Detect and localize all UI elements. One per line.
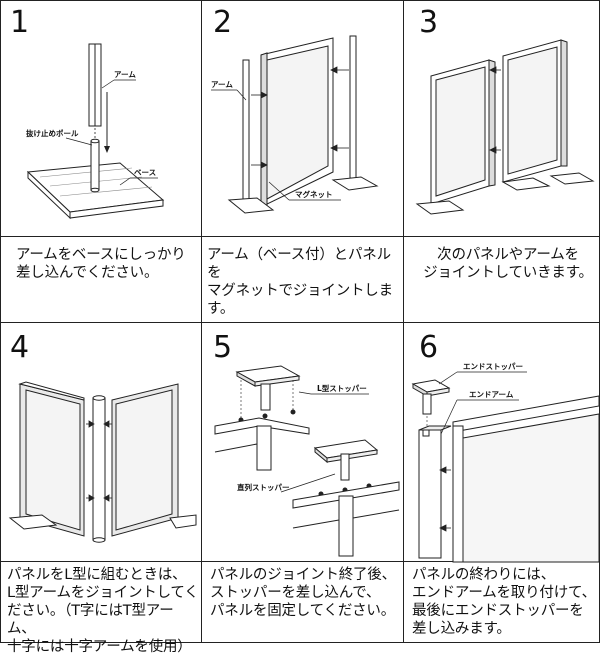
end-stopper xyxy=(411,379,451,415)
caption-line: 次のパネルやアームを xyxy=(437,247,579,263)
straight-stopper-label: 直列ストッパー xyxy=(237,482,290,492)
caption-line: 差し込んでください。 xyxy=(16,265,159,281)
step-4-illustration xyxy=(8,381,197,543)
end-arm xyxy=(418,425,452,559)
step-2-illustration: アーム マグネット xyxy=(211,35,379,214)
caption-line: パネルをL型に組むときは、 xyxy=(7,567,187,583)
step-3-illustration xyxy=(415,39,595,215)
caption-line: アームをベースにしっかり xyxy=(16,247,186,263)
l-type-arm xyxy=(92,395,106,543)
l-stopper-label: L型ストッパー xyxy=(317,383,367,393)
panel-left xyxy=(8,381,85,537)
caption-line: アーム（ベース付）とパネルを xyxy=(207,247,391,281)
step-5-caption: パネルのジョイント終了後、 ストッパーを差し込んで、 パネルを固定してください。 xyxy=(210,566,403,620)
panel-right xyxy=(501,39,595,191)
panel-left xyxy=(415,59,496,215)
arm-label: アーム xyxy=(211,80,233,89)
arm-with-base-left xyxy=(227,59,275,214)
step-2-caption: アーム（ベース付）とパネルを マグネットでジョイントします。 xyxy=(207,246,403,318)
step-1-number: 1 xyxy=(10,5,30,40)
caption-line: ストッパーを差し込んで、 xyxy=(210,585,381,601)
caption-line: パネルの終わりには、 xyxy=(412,567,555,583)
end-arm-label: エンドアーム xyxy=(469,390,514,399)
panel-right xyxy=(111,383,197,537)
step-3-caption: 次のパネルやアームを ジョイントしていきます。 xyxy=(418,246,598,282)
caption-line: マグネットでジョイントします。 xyxy=(207,283,393,317)
caption-line: パネルを固定してください。 xyxy=(210,603,396,619)
caption-line: 差し込みます。 xyxy=(412,621,511,637)
caption-line: ださい。（T字にはT型アーム、 xyxy=(7,603,174,637)
step-1-caption: アームをベースにしっかり 差し込んでください。 xyxy=(16,246,200,282)
arm-label: アーム xyxy=(114,70,136,79)
caption-line: エンドアームを取り付けて、 xyxy=(412,585,596,601)
caption-line: 十字には十字アームを使用） xyxy=(7,639,192,655)
step-5-number: 5 xyxy=(213,330,233,365)
retainer-pole-label: 抜け止めポール xyxy=(26,128,79,138)
step-6-caption: パネルの終わりには、 エンドアームを取り付けて、 最後にエンドストッパーを 差し… xyxy=(412,566,598,638)
step-3-number: 3 xyxy=(419,5,439,40)
step-2-number: 2 xyxy=(213,5,233,40)
step-1-illustration: アーム 抜け止めポール ベース xyxy=(26,43,165,220)
straight-stopper xyxy=(313,439,379,481)
caption-line: L型アームをジョイントしてく xyxy=(7,585,199,601)
step-4-number: 4 xyxy=(10,330,30,365)
magnet-label: マグネット xyxy=(295,189,333,199)
panel xyxy=(260,37,334,211)
arm-tube xyxy=(88,43,102,127)
arm-with-base-right xyxy=(331,35,379,191)
caption-line: ジョイントしていきます。 xyxy=(423,265,593,281)
l-type-stopper xyxy=(235,365,301,411)
caption-line: パネルのジョイント終了後、 xyxy=(210,567,396,583)
step-6-illustration: エンドストッパー エンドアーム xyxy=(411,361,600,563)
panel xyxy=(452,395,600,563)
step-6-number: 6 xyxy=(419,330,439,365)
base-label: ベース xyxy=(134,168,156,177)
caption-line: 最後にエンドストッパーを xyxy=(412,603,584,619)
end-stopper-label: エンドストッパー xyxy=(463,361,523,371)
retainer-pole xyxy=(90,138,100,193)
step-5-illustration: L型ストッパー 直列ストッパー xyxy=(214,365,400,557)
